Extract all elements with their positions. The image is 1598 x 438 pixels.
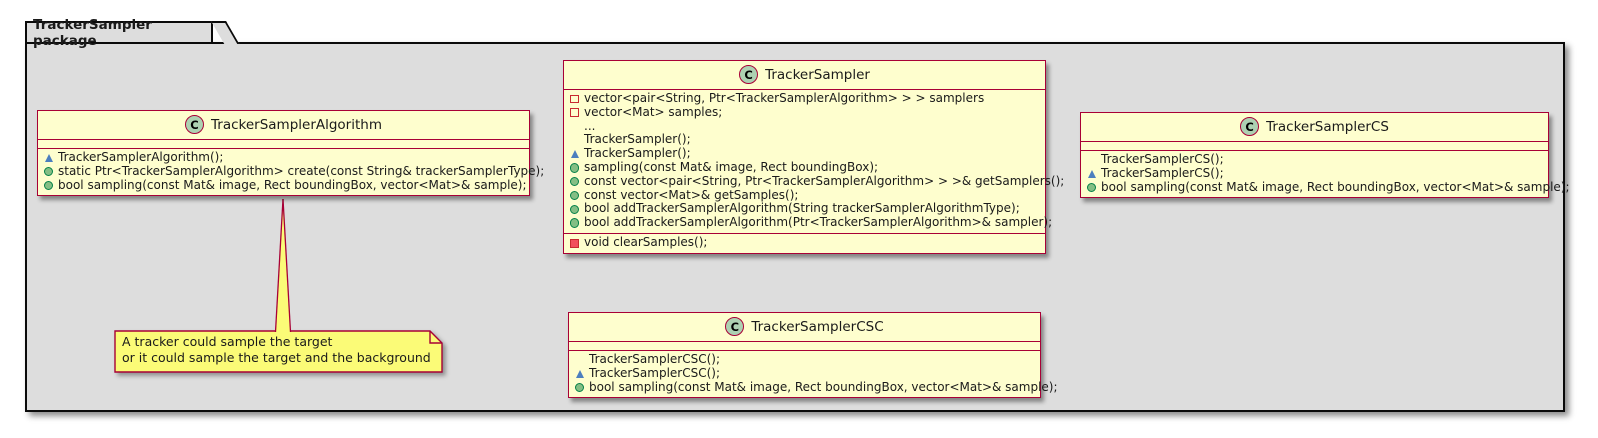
note-line: A tracker could sample the target <box>122 334 333 349</box>
package-visibility-icon <box>43 154 54 162</box>
none-visibility-icon <box>1086 156 1097 164</box>
member-text: bool sampling(const Mat& image, Rect bou… <box>589 379 1058 394</box>
members-section: vector<pair<String, Ptr<TrackerSamplerAl… <box>564 90 1064 233</box>
class-name: TrackerSamplerCSC <box>751 318 884 335</box>
package-visibility-icon <box>569 150 580 158</box>
member-text: static Ptr<TrackerSamplerAlgorithm> crea… <box>58 163 545 178</box>
private-method-visibility-icon <box>569 239 580 248</box>
note-text: A tracker could sample the target or it … <box>122 334 431 365</box>
member-row: const vector<Mat>& getSamples(); <box>564 187 1045 203</box>
member-text: const vector<Mat>& getSamples(); <box>584 187 799 202</box>
member-text: bool addTrackerSamplerAlgorithm(String t… <box>584 201 1020 216</box>
class-name: TrackerSamplerAlgorithm <box>211 116 382 133</box>
public-visibility-icon <box>569 191 580 201</box>
none-visibility-icon <box>569 137 580 145</box>
public-visibility-icon <box>569 218 580 228</box>
package-title: TrackerSampler package <box>33 16 152 49</box>
class-stereotype-icon: C <box>739 65 759 85</box>
member-row: TrackerSamplerAlgorithm(); <box>38 150 529 165</box>
member-row: bool sampling(const Mat& image, Rect bou… <box>569 380 1058 395</box>
member-text: TrackerSamplerCSC(); <box>589 365 720 380</box>
none-visibility-icon <box>574 356 585 364</box>
member-text: TrackerSamplerAlgorithm(); <box>58 150 224 164</box>
member-text: TrackerSamplerCS(); <box>1101 165 1224 180</box>
class-header: C TrackerSamplerAlgorithm <box>38 111 529 140</box>
class-stereotype-icon: C <box>185 115 204 135</box>
public-visibility-icon <box>569 163 580 173</box>
member-row: vector<pair<String, Ptr<TrackerSamplerAl… <box>564 91 1045 106</box>
member-text: TrackerSamplerCSC(); <box>589 352 720 366</box>
class-stereotype-icon: C <box>1240 117 1260 137</box>
methods-section: TrackerSamplerAlgorithm(); static Ptr<Tr… <box>38 149 544 196</box>
member-text: TrackerSampler(); <box>584 132 691 147</box>
public-visibility-icon <box>569 177 580 187</box>
class-name: TrackerSampler <box>765 66 870 83</box>
methods-section: TrackerSamplerCS(); TrackerSamplerCS(); … <box>1081 151 1570 198</box>
class-trackersampleralgorithm: C TrackerSamplerAlgorithm TrackerSampler… <box>37 110 544 197</box>
package-visibility-icon <box>574 370 585 378</box>
public-visibility-icon <box>569 205 580 215</box>
class-trackersamplercs: C TrackerSamplerCS TrackerSamplerCS(); T… <box>1080 112 1570 199</box>
member-text: bool sampling(const Mat& image, Rect bou… <box>58 177 527 192</box>
methods-section: TrackerSamplerCSC(); TrackerSamplerCSC()… <box>569 351 1058 398</box>
member-text: sampling(const Mat& image, Rect bounding… <box>584 159 879 174</box>
member-row: vector<Mat> samples; <box>564 104 1045 120</box>
public-visibility-icon <box>574 383 585 393</box>
member-text: vector<pair<String, Ptr<TrackerSamplerAl… <box>584 91 985 105</box>
member-text: vector<Mat> samples; <box>584 104 723 119</box>
member-text: TrackerSamplerCS(); <box>1101 152 1224 166</box>
class-trackersampler: C TrackerSampler vector<pair<String, Ptr… <box>563 60 1064 255</box>
member-row: bool sampling(const Mat& image, Rect bou… <box>1081 180 1570 195</box>
member-text: void clearSamples(); <box>584 235 708 250</box>
attributes-empty-section <box>1081 142 1548 151</box>
member-row: TrackerSampler(); <box>564 133 1045 147</box>
public-visibility-icon <box>43 181 54 191</box>
class-header: C TrackerSamplerCSC <box>569 313 1040 342</box>
member-row: ... <box>564 118 1045 134</box>
member-text: bool addTrackerSamplerAlgorithm(Ptr<Trac… <box>584 215 1053 230</box>
public-visibility-icon <box>1086 183 1097 193</box>
member-text: ... <box>584 118 596 133</box>
member-row: TrackerSampler(); <box>564 146 1045 161</box>
package-visibility-icon <box>1086 170 1097 178</box>
class-trackersamplercsc: C TrackerSamplerCSC TrackerSamplerCSC();… <box>568 312 1058 399</box>
attributes-empty-section <box>569 342 1040 351</box>
member-text: const vector<pair<String, Ptr<TrackerSam… <box>584 173 1065 188</box>
private-field-visibility-icon <box>569 108 580 117</box>
private-methods-section: void clearSamples(); <box>564 232 1045 253</box>
member-row: TrackerSamplerCS(); <box>1081 165 1548 181</box>
member-row: bool addTrackerSamplerAlgorithm(String t… <box>564 202 1045 216</box>
member-row: sampling(const Mat& image, Rect bounding… <box>564 159 1045 175</box>
public-visibility-icon <box>43 167 54 177</box>
note-connector <box>274 198 292 333</box>
member-row: static Ptr<TrackerSamplerAlgorithm> crea… <box>38 164 544 179</box>
member-row: TrackerSamplerCSC(); <box>569 365 1040 381</box>
member-row: bool addTrackerSamplerAlgorithm(Ptr<Trac… <box>564 215 1052 230</box>
member-row: TrackerSamplerCSC(); <box>569 352 1040 367</box>
member-row: const vector<pair<String, Ptr<TrackerSam… <box>564 174 1064 189</box>
member-row: void clearSamples(); <box>564 236 1045 250</box>
member-text: TrackerSampler(); <box>584 146 691 161</box>
private-field-visibility-icon <box>569 95 580 104</box>
attributes-empty-section <box>38 140 529 149</box>
note-background <box>114 330 443 373</box>
note: A tracker could sample the target or it … <box>114 330 444 374</box>
none-visibility-icon <box>569 123 580 131</box>
note-line: or it could sample the target and the ba… <box>122 349 431 365</box>
class-header: C TrackerSampler <box>564 61 1045 90</box>
member-row: bool sampling(const Mat& image, Rect bou… <box>38 177 529 193</box>
class-header: C TrackerSamplerCS <box>1081 113 1548 142</box>
class-name: TrackerSamplerCS <box>1266 118 1389 135</box>
class-stereotype-icon: C <box>725 317 745 337</box>
package-tab: TrackerSampler package <box>25 17 213 49</box>
member-text: bool sampling(const Mat& image, Rect bou… <box>1101 179 1570 194</box>
member-row: TrackerSamplerCS(); <box>1081 152 1548 167</box>
